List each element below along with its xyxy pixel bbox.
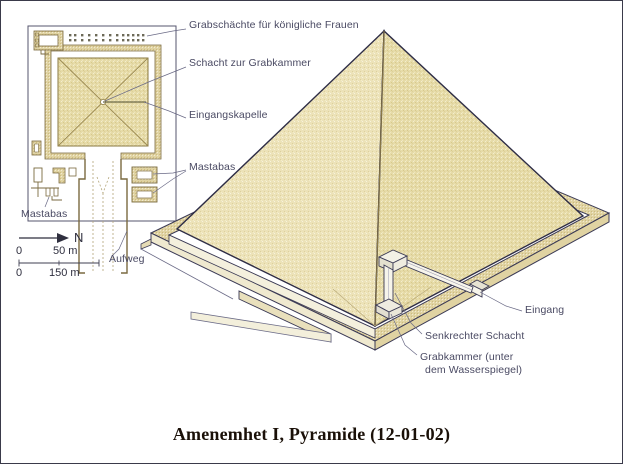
leader-senkrechter-schacht: [394, 292, 423, 335]
perspective-causeway: [140, 238, 332, 343]
scale-50-value: 50 m: [53, 245, 78, 257]
plan-entrance-chapel: [33, 30, 64, 55]
scale-150-zero: 0: [16, 267, 23, 279]
leader-eingangskapelle: [143, 101, 187, 119]
leader-aufweg: [112, 230, 128, 256]
perspective-leader-lines: [390, 291, 523, 356]
perspective-view: [140, 29, 611, 356]
scale-50-zero: 0: [16, 245, 23, 257]
plan-leader-lines: [44, 28, 187, 256]
label-grabkammer-line1: Grabkammer (unter: [420, 351, 514, 363]
perspective-pyramid: [175, 29, 585, 328]
figure-caption: Amenemhet I, Pyramide (12-01-02): [172, 424, 451, 444]
pyramid-internal-structure: [374, 249, 490, 320]
label-eingang: Eingang: [525, 304, 565, 316]
label-senkrechter-schacht: Senkrechter Schacht: [425, 330, 525, 342]
plan-mastaba-west: [31, 140, 42, 156]
leader-grabschaechte: [146, 28, 187, 37]
label-eingangskapelle: Eingangskapelle: [189, 109, 268, 121]
plan-causeway: [78, 159, 128, 274]
leader-mastabas-left: [44, 196, 50, 208]
scale-150-value: 150 m: [49, 267, 80, 279]
leader-mastabas-right-1: [152, 169, 187, 175]
pyramid-face-left: [175, 29, 385, 328]
pyramid-front-edge: [374, 30, 385, 327]
label-mastabas-east: Mastabas: [189, 161, 236, 173]
plan-outer-enclosure: [27, 25, 177, 222]
compass-arrow-icon: [19, 233, 69, 243]
leader-eingang: [479, 291, 523, 312]
leader-schacht: [104, 66, 187, 102]
compass-north-label: N: [74, 230, 84, 245]
leader-mastabas-right-2: [152, 170, 187, 194]
label-schacht-zur-grabkammer: Schacht zur Grabkammer: [189, 57, 311, 69]
scale-bars: [18, 259, 100, 267]
label-grabkammer-line2: dem Wasserspiegel): [425, 364, 523, 376]
plan-mortuary-temple: [31, 167, 77, 201]
leader-grabkammer: [390, 313, 418, 356]
label-aufweg: Aufweg: [109, 253, 145, 265]
plan-queens-grave-shafts: [69, 34, 145, 42]
plan-mastabas-east: [131, 166, 158, 203]
label-grabschaechte: Grabschächte für königliche Frauen: [189, 19, 359, 31]
plan-view: [18, 25, 187, 274]
label-mastabas-west: Mastabas: [21, 208, 68, 220]
